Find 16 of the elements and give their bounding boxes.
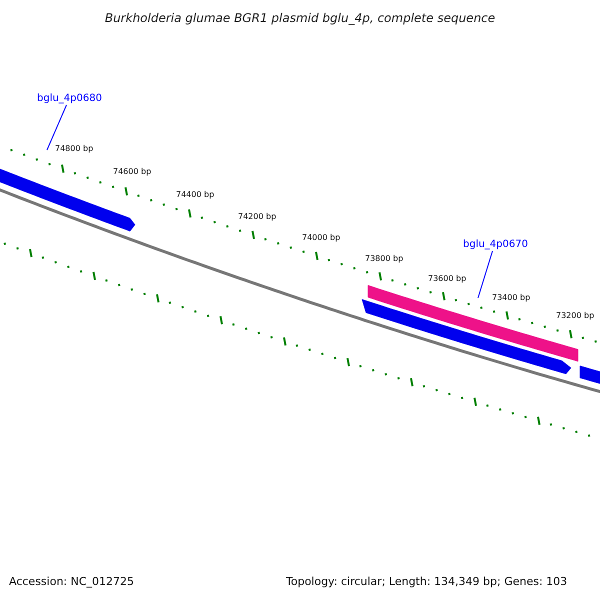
leader-line <box>478 250 493 298</box>
tick-label: 74800 bp <box>55 145 94 153</box>
footer-text: Topology: circular; Length: 134,349 bp; Genes: 103 <box>286 576 568 587</box>
tick-label: 73800 bp <box>365 255 404 263</box>
tick-label: 74400 bp <box>176 191 214 199</box>
leader-line <box>46 104 67 150</box>
footer-text: Accession: NC_012725 <box>9 576 134 587</box>
gene-label: bglu_4p0680 <box>37 94 102 104</box>
tick-label: 73200 bp <box>556 312 594 320</box>
tick-label: 73600 bp <box>428 275 466 283</box>
gene-label: bglu_4p0670 <box>463 240 528 250</box>
tick-label: 74600 bp <box>113 168 152 176</box>
tick-label: 73400 bp <box>492 294 530 302</box>
tick-label: 74000 bp <box>302 234 340 242</box>
tick-label: 74200 bp <box>238 213 276 221</box>
title: Burkholderia glumae BGR1 plasmid bglu_4p, complete sequence <box>104 12 496 24</box>
